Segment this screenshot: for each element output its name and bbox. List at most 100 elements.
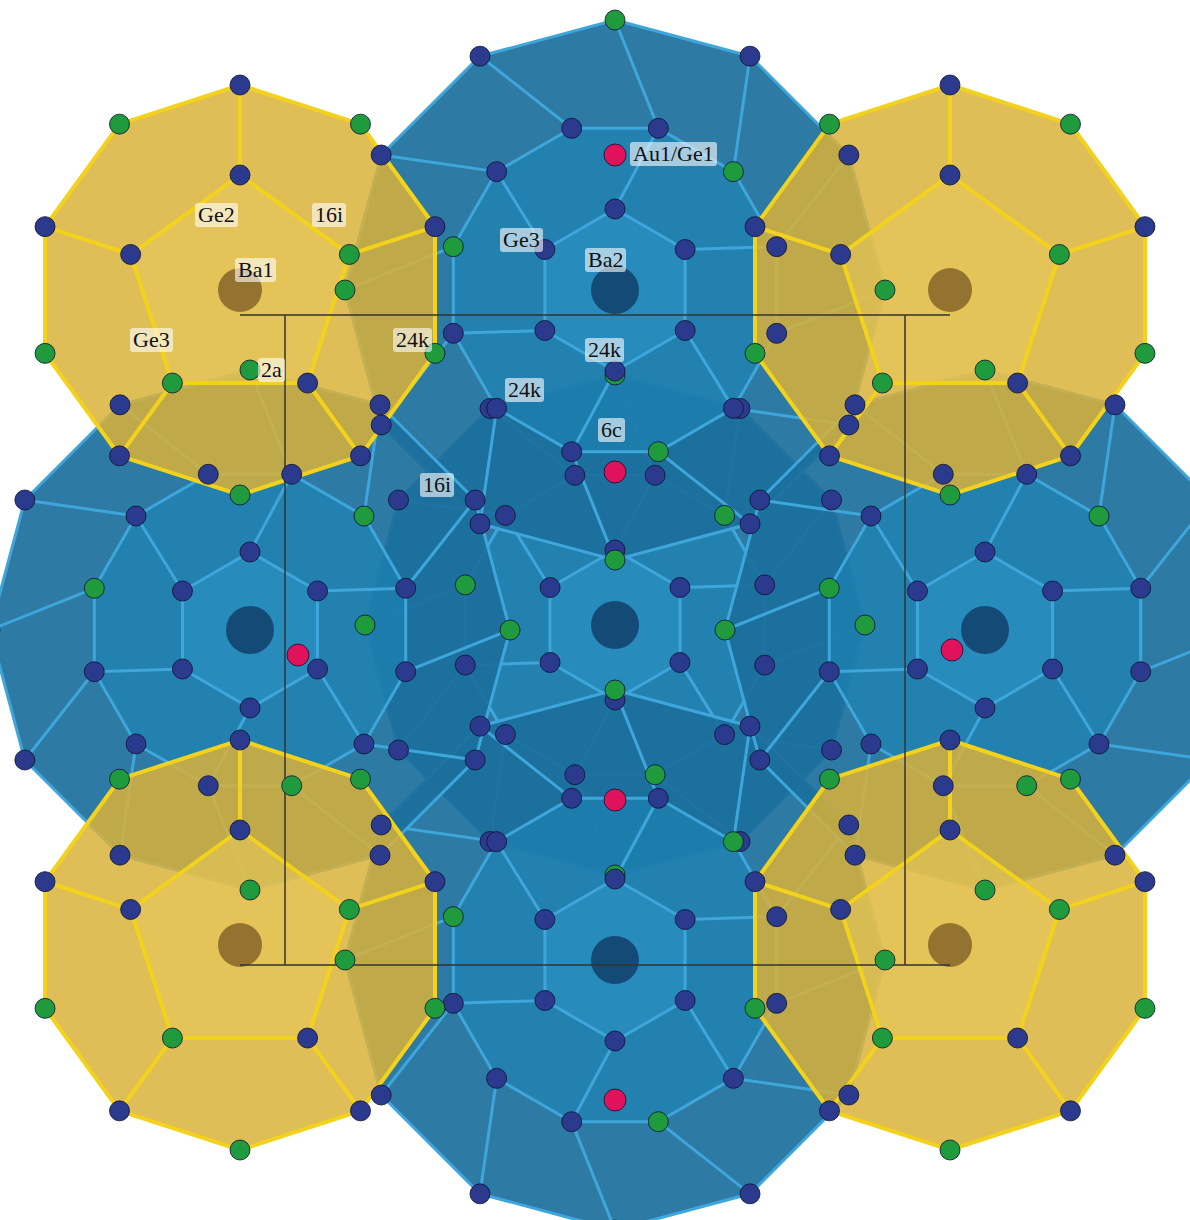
atom [230,165,250,185]
atom [308,659,328,679]
cage-edge [349,227,435,255]
cage-edge [1018,383,1071,456]
atom [110,1101,130,1121]
atom [605,869,625,889]
atom [750,490,770,510]
atom [1049,244,1069,264]
atom [723,832,743,852]
site-label: Ge2 [195,203,238,227]
atom [872,1028,892,1048]
atom [1131,662,1151,682]
atom [562,788,582,808]
atom [1017,776,1037,796]
atom [371,145,391,165]
cage-edge [25,672,94,760]
atom [872,373,892,393]
atom [350,114,370,134]
atom [740,716,760,736]
atom [820,446,840,466]
atom [535,991,555,1011]
cage-edge [1059,227,1145,255]
yellow-cage [45,740,435,1150]
site-label: Ge3 [500,228,543,252]
atom [1135,998,1155,1018]
yellow-cage [755,740,1145,1150]
atom [723,162,743,182]
atom [907,581,927,601]
hexagon-face [550,550,680,700]
cage-edge [985,474,1027,552]
cage-edge [871,516,917,591]
cell-edge [904,315,906,965]
atom [605,10,625,30]
atom [604,144,626,166]
atom [648,788,668,808]
atom [562,118,582,138]
ba2-atom [591,266,639,314]
cage-edge [136,516,182,591]
cage-edge [733,726,750,841]
site-label: 2a [258,358,285,382]
atom [15,490,35,510]
atom [335,280,355,300]
cage-edge [480,56,572,128]
cage-edge [453,1001,545,1004]
atom [230,485,250,505]
cage-edge [615,128,658,209]
atom [670,578,690,598]
cage-edge [480,1078,497,1193]
atom [940,165,960,185]
cage-edge [94,669,182,672]
cage-edge [572,1122,615,1220]
atom [605,550,625,570]
atom [822,490,842,510]
atom [230,1140,250,1160]
cage-face [94,474,405,785]
cage-edge [1099,405,1115,516]
atom [723,1068,743,1088]
atom [425,872,445,892]
ba1-atom [928,923,972,967]
atom [172,659,192,679]
blue-cages [0,20,1190,1220]
atom [723,398,743,418]
atom [819,662,839,682]
atom [562,442,582,462]
atom [339,899,359,919]
atom [1131,578,1151,598]
atom [822,740,842,760]
atom [110,395,130,415]
atom [745,872,765,892]
atom [648,118,668,138]
atom [84,662,104,682]
atom [845,395,865,415]
atom [298,1028,318,1048]
ba2-atom [591,936,639,984]
atom [35,343,55,363]
atom [740,46,760,66]
atom [767,907,787,927]
atom [715,505,735,525]
cage-edge [120,1038,173,1111]
cage-edge [238,740,242,830]
atom [350,769,370,789]
cage-edge [1059,882,1145,910]
atom [861,506,881,526]
atom [819,578,839,598]
ba2-atom [961,606,1009,654]
atom [1135,343,1155,363]
atom [35,217,55,237]
cage-edge [1018,1038,1071,1111]
site-label: Ba1 [235,258,276,282]
atom [1135,872,1155,892]
atom [940,1140,960,1160]
site-label: 24k [585,338,624,362]
atom [339,244,359,264]
atom [975,698,995,718]
atom [487,398,507,418]
atom [240,880,260,900]
atom [495,505,515,525]
atom [230,820,250,840]
atom [831,899,851,919]
atom [604,789,626,811]
